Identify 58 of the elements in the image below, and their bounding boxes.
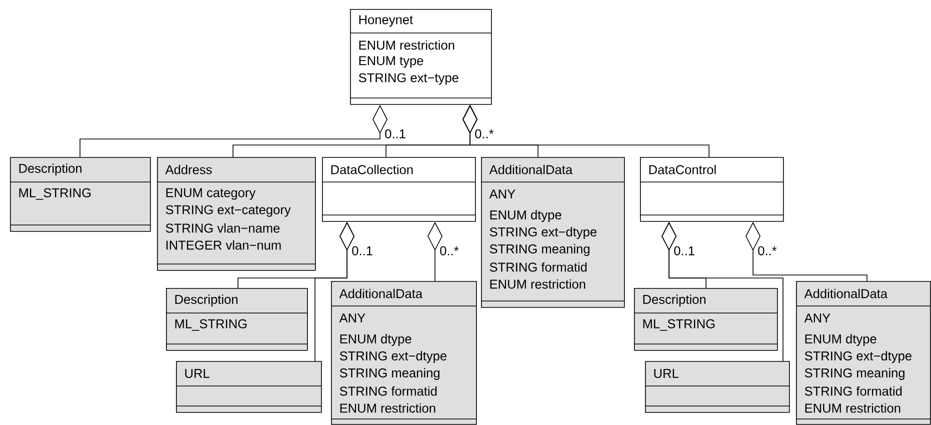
class-name: Address: [165, 164, 212, 174]
attribute: STRING meaning: [340, 368, 440, 380]
class-box: [166, 288, 308, 351]
attribute: STRING ext−type: [358, 73, 458, 85]
multiplicity-label: 0..*: [438, 244, 460, 257]
class-box: [10, 157, 151, 232]
attribute: STRING formatid: [340, 386, 437, 396]
class-name: Honeynet: [359, 15, 413, 27]
attribute: ENUM restriction: [490, 279, 586, 289]
class-name: AdditionalData: [339, 288, 422, 298]
multiplicity-label: 0..*: [756, 244, 778, 257]
class-box: [350, 9, 492, 105]
class-name: Description: [19, 164, 82, 176]
class-box: [796, 281, 931, 425]
class-box: [634, 288, 778, 351]
class-name: Description: [643, 294, 706, 306]
class-name: URL: [185, 369, 210, 378]
attribute: STRING ext−dtype: [490, 227, 596, 239]
attribute: STRING vlan−name: [166, 223, 280, 233]
attribute: ENUM dtype: [340, 334, 412, 346]
class-box: [640, 157, 784, 222]
class-box: [176, 361, 322, 413]
attribute: STRING ext−dtype: [804, 351, 912, 363]
attribute: STRING formatid: [804, 386, 902, 396]
class-box: [644, 361, 790, 413]
attribute: ENUM restriction: [805, 403, 900, 413]
class-name: DataCollection: [331, 164, 413, 174]
class-name: AdditionalData: [489, 164, 572, 174]
class-name: URL: [654, 369, 678, 378]
attribute: ENUM category: [166, 188, 256, 200]
attribute: ENUM restriction: [359, 40, 454, 50]
attribute: ANY: [489, 190, 516, 198]
class-box: [330, 281, 477, 425]
attribute: ENUM dtype: [805, 334, 876, 346]
multiplicity-label: 0..1: [383, 128, 408, 140]
multiplicity-label: 0..1: [350, 244, 374, 257]
class-box: [480, 157, 625, 308]
attribute: INTEGER vlan−num: [166, 240, 281, 250]
class-name: DataControl: [649, 164, 716, 174]
multiplicity-label: 0..1: [672, 244, 696, 257]
class-box: [156, 157, 316, 271]
class-name: AdditionalData: [804, 288, 888, 298]
attribute: ANY: [339, 314, 366, 322]
attribute: STRING ext−dtype: [340, 351, 446, 363]
attribute: STRING meaning: [490, 244, 590, 256]
attribute: ML_STRING: [19, 188, 91, 200]
class-box: [322, 157, 476, 222]
attribute: ML_STRING: [175, 319, 247, 331]
attribute: ENUM type: [359, 56, 424, 68]
attribute: STRING meaning: [804, 368, 904, 380]
class-name: Description: [175, 294, 238, 306]
attribute: ENUM dtype: [490, 210, 562, 222]
attribute: ANY: [804, 314, 830, 322]
attribute: ML_STRING: [643, 319, 715, 331]
attribute: STRING formatid: [490, 262, 587, 272]
multiplicity-label: 0..*: [473, 128, 496, 140]
attribute: ENUM restriction: [340, 403, 436, 413]
attribute: STRING ext−category: [166, 205, 291, 217]
